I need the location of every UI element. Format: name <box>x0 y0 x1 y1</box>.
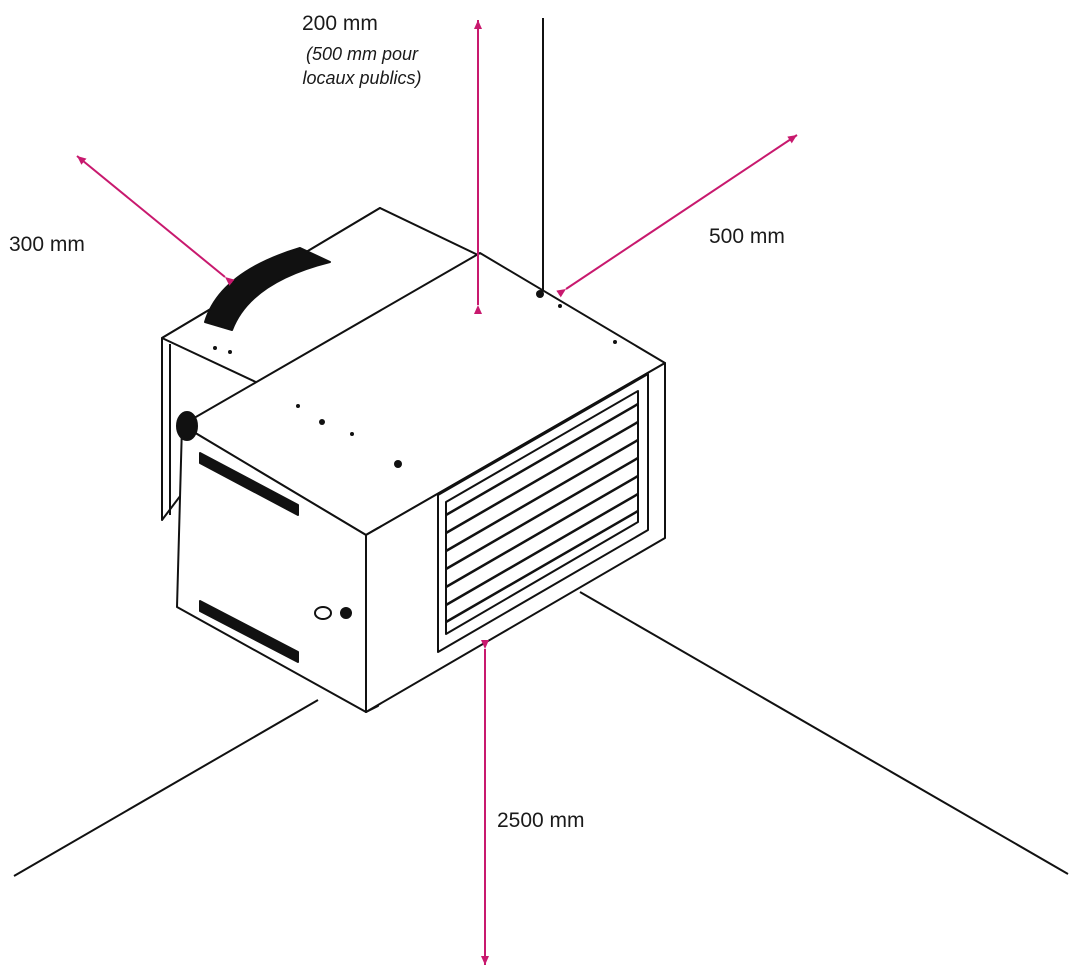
top-clearance-note-line1: (500 mm pour <box>305 44 419 64</box>
floor-line-left <box>13 699 319 877</box>
rear-clearance-label: 300 mm <box>9 233 85 256</box>
floor-line-right <box>579 591 1069 875</box>
rear-clearance-arrow <box>76 155 235 286</box>
floor-clearance-label: 2500 mm <box>497 809 585 832</box>
top-clearance-label: 200 mm <box>302 12 378 35</box>
dimension-arrows <box>76 20 798 965</box>
top-clearance-note-line2: locaux publics) <box>302 68 422 88</box>
top-panel-holes <box>213 290 617 468</box>
louvre-blades <box>445 402 639 624</box>
side-clearance-label: 500 mm <box>709 225 785 248</box>
control-knob <box>314 606 332 620</box>
control-button <box>340 607 352 619</box>
side-clearance-arrow <box>556 134 798 298</box>
fan-motor <box>204 247 331 331</box>
room-lines <box>13 18 1069 877</box>
pipe-stub <box>176 411 198 441</box>
vent-slot-lower <box>199 600 299 663</box>
vent-slot-upper <box>199 452 299 516</box>
top-clearance-note: (500 mm pour locaux publics) <box>262 42 462 90</box>
heater-unit <box>161 207 666 713</box>
